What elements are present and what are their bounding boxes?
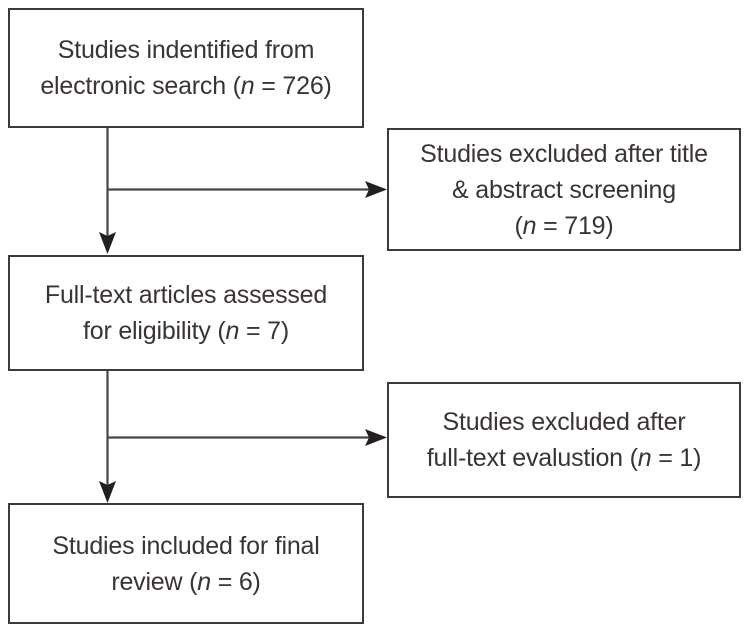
text-segment: = 1) [651, 444, 702, 472]
text-segment: = 6) [210, 567, 261, 596]
text-segment: = 719) [536, 211, 614, 240]
box-text-line: (n = 719) [515, 208, 614, 244]
box-text-line: review (n = 6) [111, 564, 261, 600]
box-studies-identified: Studies indentified from electronic sear… [8, 8, 364, 128]
box-text-line: for eligibility (n = 7) [83, 313, 289, 349]
box-text-line: Studies included for final [52, 531, 320, 560]
n-italic: n [637, 444, 652, 472]
text-segment: = 726) [254, 72, 332, 100]
text-segment: review ( [111, 567, 198, 596]
box-text-line: Studies excluded after [442, 408, 686, 436]
box-studies-included: Studies included for final review (n = 6… [8, 503, 364, 624]
text-segment: ( [514, 211, 523, 240]
box-text-line: & abstract screening [452, 175, 676, 204]
n-italic: n [522, 211, 537, 240]
box-excluded-fulltext: Studies excluded after full-text evalust… [387, 382, 741, 498]
text-segment: full-text evalustion ( [426, 444, 638, 472]
text-segment: = 7) [239, 317, 289, 345]
arrowhead-down-2 [99, 481, 116, 503]
box-text-line: full-text evalustion (n = 1) [426, 440, 702, 476]
box-text-line: electronic search (n = 726) [40, 68, 332, 104]
arrowhead-down-1 [99, 232, 116, 254]
box-excluded-title-abstract: Studies excluded after title & abstract … [387, 128, 741, 251]
arrowhead-right-1 [365, 181, 387, 198]
arrowhead-right-2 [365, 429, 387, 446]
box-text-line: Full-text articles assessed [44, 281, 328, 309]
text-segment: for eligibility ( [83, 317, 226, 345]
n-italic: n [240, 72, 255, 100]
n-italic: n [197, 567, 211, 596]
n-italic: n [225, 317, 240, 345]
text-segment: electronic search ( [40, 72, 241, 100]
box-text-line: Studies indentified from [57, 36, 315, 64]
box-text-line: Studies excluded after title [420, 139, 708, 168]
box-fulltext-assessed: Full-text articles assessed for eligibil… [8, 255, 364, 371]
